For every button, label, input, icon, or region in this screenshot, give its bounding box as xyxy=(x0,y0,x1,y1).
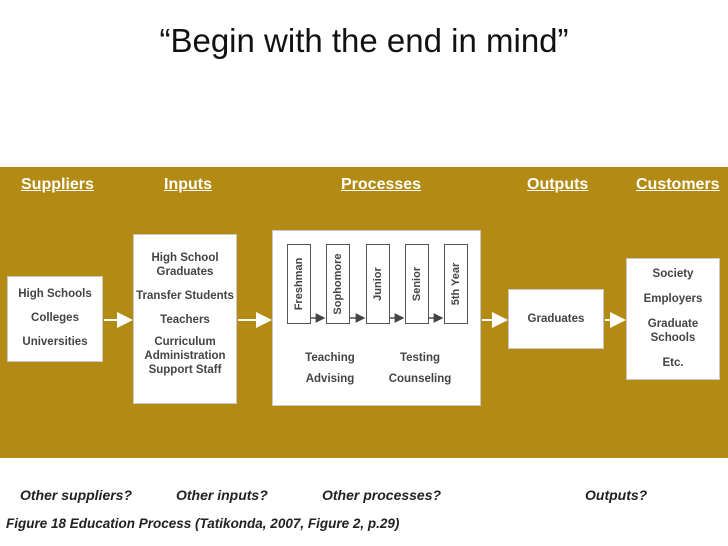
question-suppliers: Other suppliers? xyxy=(20,487,133,503)
input-item: Curriculum xyxy=(154,336,216,348)
header-inputs: Inputs xyxy=(164,176,212,193)
year-sophomore: Sophomore xyxy=(326,244,350,324)
question-outputs: Outputs? xyxy=(585,487,648,503)
supplier-item: High Schools xyxy=(18,288,92,300)
output-item: Graduates xyxy=(527,313,585,325)
input-item: Teachers xyxy=(160,314,210,326)
input-item: Transfer Students xyxy=(136,290,234,302)
input-item: Administration xyxy=(144,350,226,362)
question-processes: Other processes? xyxy=(322,487,442,503)
customer-item: Employers xyxy=(643,293,703,305)
customer-item: Etc. xyxy=(662,357,684,369)
header-suppliers: Suppliers xyxy=(21,176,94,193)
process-counseling: Counseling xyxy=(388,373,452,385)
year-label: Freshman xyxy=(293,257,305,311)
input-item: High School xyxy=(151,252,219,264)
slide-title: “Begin with the end in mind” xyxy=(159,22,569,59)
customer-item: Schools xyxy=(650,332,696,344)
input-item: Graduates xyxy=(156,266,214,278)
suppliers-box: High Schools Colleges Universities xyxy=(7,276,103,362)
supplier-item: Universities xyxy=(22,336,88,348)
year-label: Junior xyxy=(372,267,384,301)
year-freshman: Freshman xyxy=(287,244,311,324)
question-inputs: Other inputs? xyxy=(176,487,268,503)
year-5th: 5th Year xyxy=(444,244,468,324)
customer-item: Society xyxy=(652,268,694,280)
header-outputs: Outputs xyxy=(527,176,589,193)
year-junior: Junior xyxy=(366,244,390,324)
process-testing: Testing xyxy=(399,352,441,364)
year-label: Sophomore xyxy=(332,253,344,315)
process-advising: Advising xyxy=(305,373,355,385)
customers-box: Society Employers Graduate Schools Etc. xyxy=(626,258,720,380)
year-label: Senior xyxy=(411,266,423,302)
year-label: 5th Year xyxy=(450,262,462,306)
header-customers: Customers xyxy=(636,176,720,193)
customer-item: Graduate xyxy=(647,318,699,330)
year-senior: Senior xyxy=(405,244,429,324)
inputs-box: High School Graduates Transfer Students … xyxy=(133,234,237,404)
supplier-item: Colleges xyxy=(31,312,79,324)
outputs-box: Graduates xyxy=(508,289,604,349)
input-item: Support Staff xyxy=(148,364,222,376)
figure-caption: Figure 18 Education Process (Tatikonda, … xyxy=(6,516,400,531)
process-teaching: Teaching xyxy=(305,352,355,364)
header-processes: Processes xyxy=(341,176,422,193)
